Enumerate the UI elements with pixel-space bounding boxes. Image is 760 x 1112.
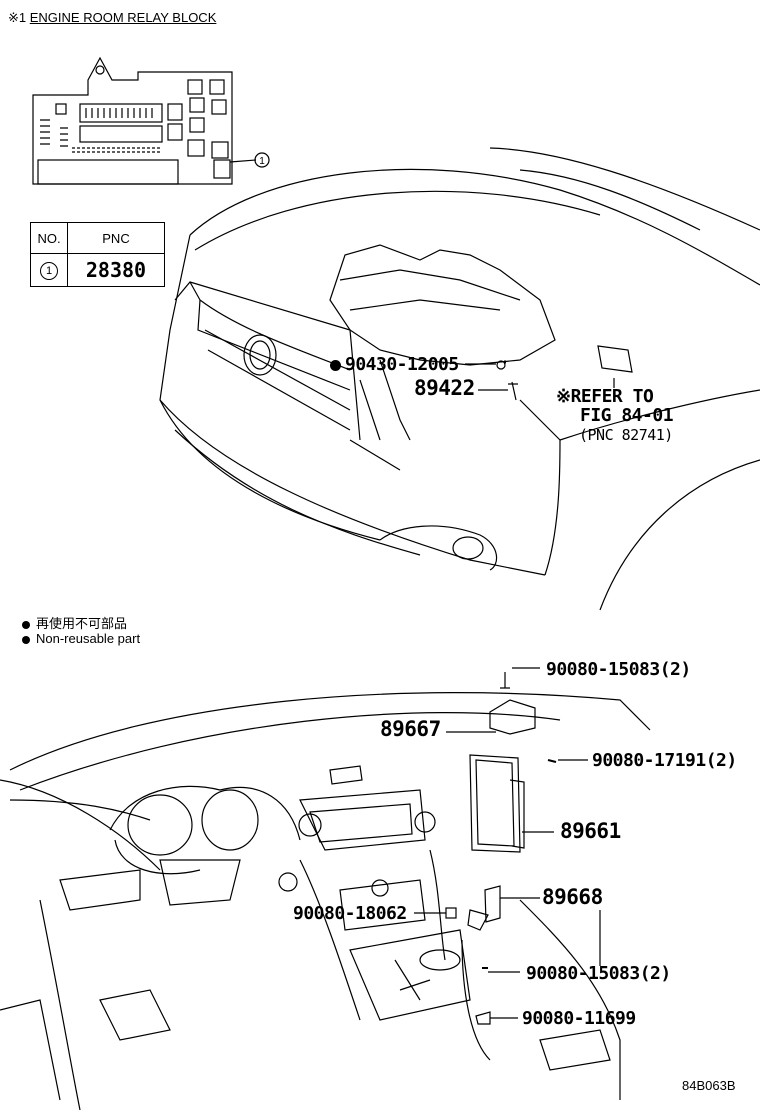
part-label-90080-11699[interactable]: 90080-11699	[522, 1008, 636, 1029]
part-label-89668[interactable]: 89668	[542, 885, 603, 909]
pnc-table-cell-no: 1	[30, 253, 68, 287]
legend-en: Non-reusable part	[22, 631, 140, 646]
car-front-illustration	[159, 147, 760, 611]
part-label-89661[interactable]: 89661	[560, 819, 621, 843]
non-reusable-dot-icon	[330, 359, 341, 371]
pnc-table-no-value: 1	[40, 261, 58, 280]
refer-line-2: FIG 84-01	[580, 405, 674, 426]
figure-code: 84B063B	[682, 1078, 736, 1093]
pnc-table-cell-pnc: 28380	[67, 253, 165, 287]
relay-block-header: ※1 ENGINE ROOM RELAY BLOCK	[8, 10, 216, 26]
refer-line-1: ※REFER TO	[556, 386, 654, 407]
part-label-90080-15083-top[interactable]: 90080-15083(2)	[546, 659, 691, 680]
pnc-table-header-pnc: PNC	[67, 222, 165, 254]
legend-dot-icon	[22, 635, 30, 644]
relay-callout-number: 1	[259, 156, 265, 167]
part-label-90080-15083-bottom[interactable]: 90080-15083(2)	[526, 963, 671, 984]
dashboard-illustration	[0, 672, 651, 1111]
legend-en-text: Non-reusable part	[36, 631, 141, 646]
part-label-90080-18062[interactable]: 90080-18062	[293, 903, 407, 924]
part-label-89422[interactable]: 89422	[414, 376, 475, 400]
header-title: ENGINE ROOM RELAY BLOCK	[29, 10, 217, 25]
part-label-89667[interactable]: 89667	[380, 717, 441, 741]
legend-jp: 再使用不可部品	[22, 613, 127, 632]
part-label-90430-12005[interactable]: 90430-12005	[330, 354, 459, 375]
pnc-table-header-no: NO.	[30, 222, 68, 254]
legend-dot-icon	[22, 620, 30, 629]
legend-jp-text: 再使用不可部品	[36, 616, 128, 631]
relay-block-illustration: 1	[32, 56, 270, 185]
header-prefix: ※1	[8, 10, 27, 25]
part-label-90080-17191[interactable]: 90080-17191(2)	[592, 750, 737, 771]
refer-line-3: (PNC 82741)	[579, 426, 673, 444]
part-number-text: 90430-12005	[345, 354, 459, 375]
pnc-table: NO. PNC 1 28380	[30, 222, 165, 287]
